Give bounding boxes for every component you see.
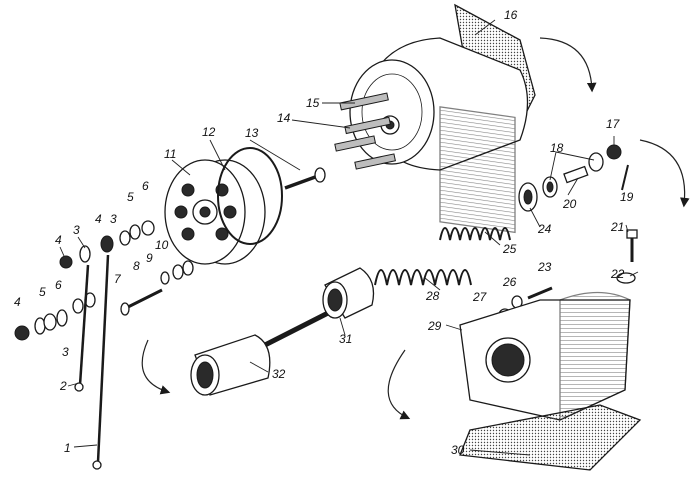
label-6a: 6 xyxy=(142,179,149,193)
washer-set-8-10 xyxy=(160,260,194,285)
label-12: 12 xyxy=(202,125,216,139)
rotation-arrows xyxy=(141,37,690,420)
bracket-housing xyxy=(459,291,642,471)
label-23: 23 xyxy=(537,260,552,274)
label-26: 26 xyxy=(502,275,517,289)
label-29: 29 xyxy=(427,319,442,333)
washer-set-lower xyxy=(14,292,96,341)
label-20: 20 xyxy=(562,197,577,211)
label-32: 32 xyxy=(272,367,286,381)
label-1: 1 xyxy=(64,441,71,455)
solenoid-housing xyxy=(334,3,536,234)
plunger xyxy=(190,309,332,396)
label-15: 15 xyxy=(306,96,320,110)
washer-set-upper xyxy=(59,220,155,269)
washer-set-18 xyxy=(542,152,604,198)
label-30: 30 xyxy=(451,443,465,457)
label-4c: 4 xyxy=(14,295,21,309)
label-22: 22 xyxy=(610,267,625,281)
label-5a: 5 xyxy=(127,190,134,204)
label-7: 7 xyxy=(114,272,122,286)
nut-17 xyxy=(606,144,622,160)
cotter-19 xyxy=(621,164,629,191)
label-4a: 4 xyxy=(55,233,62,247)
spring-25 xyxy=(439,227,511,241)
label-8: 8 xyxy=(133,259,140,273)
label-3a: 3 xyxy=(73,223,80,237)
label-2: 2 xyxy=(59,379,67,393)
label-18: 18 xyxy=(550,141,564,155)
label-3b: 3 xyxy=(110,212,117,226)
bolt-21 xyxy=(626,229,638,262)
label-11: 11 xyxy=(164,147,176,161)
end-cover xyxy=(164,159,266,265)
label-5b: 5 xyxy=(39,285,46,299)
link-straps xyxy=(74,254,110,470)
label-31: 31 xyxy=(339,332,352,346)
label-16: 16 xyxy=(504,8,518,22)
label-25: 25 xyxy=(502,242,517,256)
label-27: 27 xyxy=(472,290,488,304)
callout-labels: 1 2 3 3 3 4 4 4 5 5 6 6 7 8 9 10 11 12 1… xyxy=(14,8,634,457)
label-3c: 3 xyxy=(62,345,69,359)
label-28: 28 xyxy=(425,289,440,303)
label-21: 21 xyxy=(610,220,624,234)
leader-lines xyxy=(67,19,639,456)
pin-20 xyxy=(563,165,589,184)
label-4b: 4 xyxy=(95,212,102,226)
label-9: 9 xyxy=(146,251,153,265)
label-14: 14 xyxy=(277,111,291,125)
label-tick-3 xyxy=(59,236,86,257)
bolt-13 xyxy=(284,167,326,190)
label-6b: 6 xyxy=(55,278,62,292)
label-19: 19 xyxy=(620,190,634,204)
label-17: 17 xyxy=(606,117,621,131)
gasket-ring xyxy=(217,147,283,245)
bolt-23 xyxy=(527,286,553,300)
label-10: 10 xyxy=(155,238,169,252)
spring-cup xyxy=(322,267,375,319)
screw-7 xyxy=(120,288,163,316)
spring-28 xyxy=(374,269,472,286)
label-24: 24 xyxy=(537,222,552,236)
label-13: 13 xyxy=(245,126,259,140)
washer-24 xyxy=(518,182,538,212)
